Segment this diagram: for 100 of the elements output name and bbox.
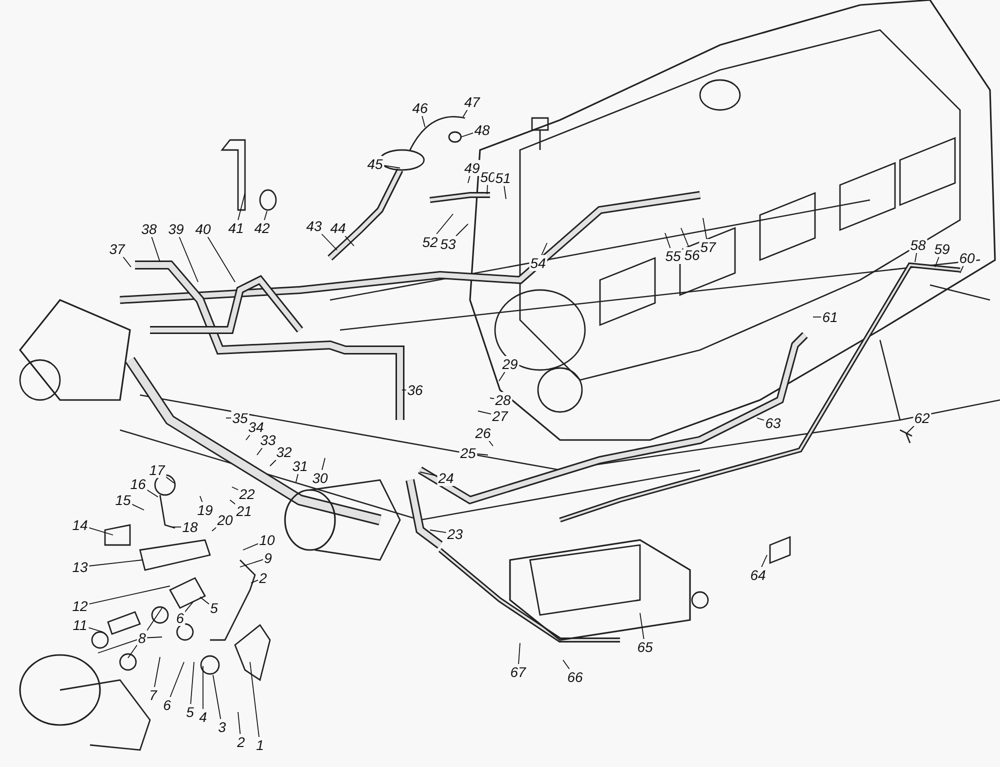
leader-line (934, 256, 940, 268)
callout-number: 5 (185, 704, 195, 720)
callout-number: 19 (196, 502, 214, 518)
leader-line (264, 210, 268, 220)
leader-line (246, 434, 250, 440)
callout-number: 48 (473, 122, 491, 138)
callout-number: 36 (406, 382, 424, 398)
leader-line (212, 674, 222, 720)
leader-line (238, 192, 246, 220)
callout-number: 67 (509, 664, 527, 680)
callout-number: 3 (217, 719, 227, 735)
leader-line (812, 316, 822, 318)
callout-number: 38 (140, 221, 158, 237)
leader-line (322, 458, 326, 470)
leader-line (518, 642, 520, 664)
leader-line (131, 504, 144, 510)
callout-number: 49 (463, 160, 481, 176)
callout-number: 54 (529, 255, 547, 271)
leader-line (270, 460, 276, 466)
callout-number: 66 (566, 669, 584, 685)
leader-line (200, 596, 210, 605)
leader-line (488, 440, 494, 446)
callout-number: 1 (255, 737, 265, 753)
leader-line (640, 612, 644, 640)
callout-number: 2 (258, 570, 268, 586)
leader-line (476, 453, 488, 456)
leader-line (128, 644, 138, 658)
callout-number: 47 (463, 94, 481, 110)
leader-line (460, 132, 474, 138)
callout-number: 18 (181, 519, 199, 535)
leader-line (486, 184, 488, 194)
callout-number: 11 (72, 617, 88, 633)
callout-number: 23 (446, 526, 464, 542)
callout-number: 9 (263, 550, 273, 566)
leader-line (238, 712, 241, 734)
leader-line (478, 410, 492, 414)
leader-line (242, 543, 259, 550)
callout-number: 4 (198, 709, 208, 725)
callout-number: 42 (253, 220, 271, 236)
leader-line (146, 636, 162, 638)
leader-line (422, 116, 426, 128)
callout-number: 44 (329, 220, 347, 236)
callout-number: 5 (209, 600, 219, 616)
callout-number: 56 (683, 247, 701, 263)
leader-line (154, 656, 160, 688)
callout-number: 25 (459, 445, 477, 461)
leader-line (321, 234, 338, 250)
callout-number: 28 (494, 392, 512, 408)
callout-number: 12 (71, 598, 89, 614)
callout-number: 7 (148, 687, 158, 703)
callout-number: 34 (247, 419, 265, 435)
leader-line (165, 476, 174, 484)
callout-number: 27 (491, 408, 509, 424)
callout-number: 61 (821, 309, 839, 325)
leader-line (207, 236, 236, 282)
leader-line (296, 474, 298, 482)
leader-line (430, 530, 447, 534)
callout-number: 26 (474, 425, 492, 441)
callout-number: 17 (148, 462, 166, 478)
leader-line (240, 559, 264, 568)
callout-number: 45 (366, 156, 384, 172)
callout-number: 10 (258, 532, 276, 548)
callout-number: 32 (275, 444, 293, 460)
callout-number: 53 (439, 236, 457, 252)
leader-line (212, 526, 217, 532)
callout-number: 63 (764, 415, 782, 431)
leader-line (462, 110, 468, 118)
leader-line (88, 627, 104, 632)
leader-line (498, 372, 506, 382)
callout-number: 52 (421, 234, 439, 250)
callout-number: 15 (114, 492, 132, 508)
leader-line (420, 472, 438, 476)
callout-number: 60 (958, 250, 976, 266)
leader-line (456, 224, 468, 236)
callout-number: 62 (913, 410, 931, 426)
leader-line (250, 662, 260, 738)
callout-number: 31 (291, 458, 309, 474)
callout-number: 43 (305, 218, 323, 234)
callout-number: 65 (636, 639, 654, 655)
callout-number: 6 (162, 697, 172, 713)
leader-line (170, 662, 184, 698)
leader-line (504, 186, 506, 200)
leader-line (88, 560, 142, 566)
leader-line (172, 526, 182, 528)
callout-number: 21 (235, 503, 253, 519)
leader-line (756, 418, 765, 421)
callout-number: 2 (236, 734, 246, 750)
leader-line (344, 236, 354, 246)
callout-number: 20 (216, 512, 234, 528)
leader-line (436, 214, 454, 234)
callout-number: 29 (501, 356, 519, 372)
callout-number: 33 (259, 432, 277, 448)
callout-number: 40 (194, 221, 212, 237)
callout-number: 16 (129, 476, 147, 492)
leader-line (146, 608, 162, 632)
callout-number: 51 (494, 170, 512, 186)
callout-number: 64 (749, 567, 767, 583)
callout-number: 30 (311, 470, 329, 486)
callout-number: 58 (909, 237, 927, 253)
leader-line (122, 256, 132, 268)
